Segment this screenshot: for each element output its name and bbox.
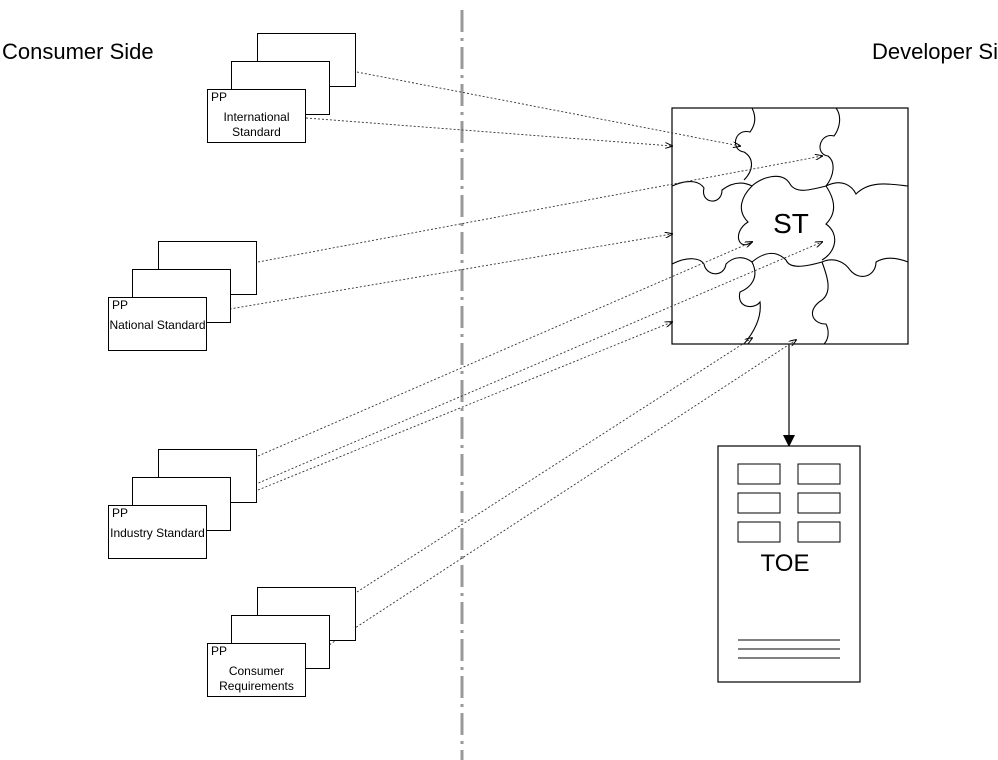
puzzle-seam xyxy=(819,107,841,187)
connector-arrow xyxy=(305,340,796,661)
puzzle-seam xyxy=(811,261,829,345)
connector-arrow xyxy=(356,71,740,146)
pp-industry-standard: PP Industry Standard xyxy=(108,449,259,560)
st-puzzle-frame xyxy=(671,107,909,345)
connector-arrow xyxy=(206,242,822,506)
pp-sheet-front: PP Consumer Requirements xyxy=(207,643,306,697)
puzzle-seam xyxy=(671,175,909,202)
pp-sheet-front: PP International Standard xyxy=(207,89,306,143)
pp-national-standard: PP National Standard xyxy=(108,241,259,352)
puzzle-seam xyxy=(737,185,753,246)
puzzle-seam xyxy=(821,185,836,261)
toe-label: TOE xyxy=(760,550,810,577)
toe-module xyxy=(797,521,841,543)
connector-arrow xyxy=(305,117,672,146)
pp-tag: PP xyxy=(112,506,129,520)
toe-module xyxy=(797,463,841,485)
connector-arrow xyxy=(257,322,672,491)
pp-consumer-requirements: PP Consumer Requirements xyxy=(207,587,358,698)
developer-side-label: Developer Side xyxy=(872,39,998,64)
puzzle-seam xyxy=(738,261,761,345)
toe-module xyxy=(737,492,781,514)
pp-tag: PP xyxy=(211,90,228,104)
st-label: ST xyxy=(773,208,809,239)
pp-title: International Standard xyxy=(223,110,290,139)
puzzle-seam xyxy=(734,107,756,181)
toe-document xyxy=(717,445,861,683)
pp-international-standard: PP International Standard xyxy=(207,33,358,144)
toe-module xyxy=(737,463,781,485)
pp-sheet-front: PP National Standard xyxy=(108,297,207,351)
connector-arrow xyxy=(356,338,752,593)
toe-frame xyxy=(717,445,861,683)
toe-module xyxy=(737,521,781,543)
pp-sheet-front: PP Industry Standard xyxy=(108,505,207,559)
connector-arrow xyxy=(257,242,752,457)
pp-tag: PP xyxy=(112,298,129,312)
pp-title: Industry Standard xyxy=(110,526,205,540)
pp-tag: PP xyxy=(211,644,228,658)
pp-title: National Standard xyxy=(109,318,206,332)
pp-title: Consumer Requirements xyxy=(219,664,294,693)
st-puzzle xyxy=(671,107,909,345)
connector-arrow xyxy=(205,234,672,314)
toe-module xyxy=(797,492,841,514)
st-puzzle-pieces xyxy=(671,107,909,345)
puzzle-seam xyxy=(671,252,909,277)
pp-connectors xyxy=(205,71,822,661)
